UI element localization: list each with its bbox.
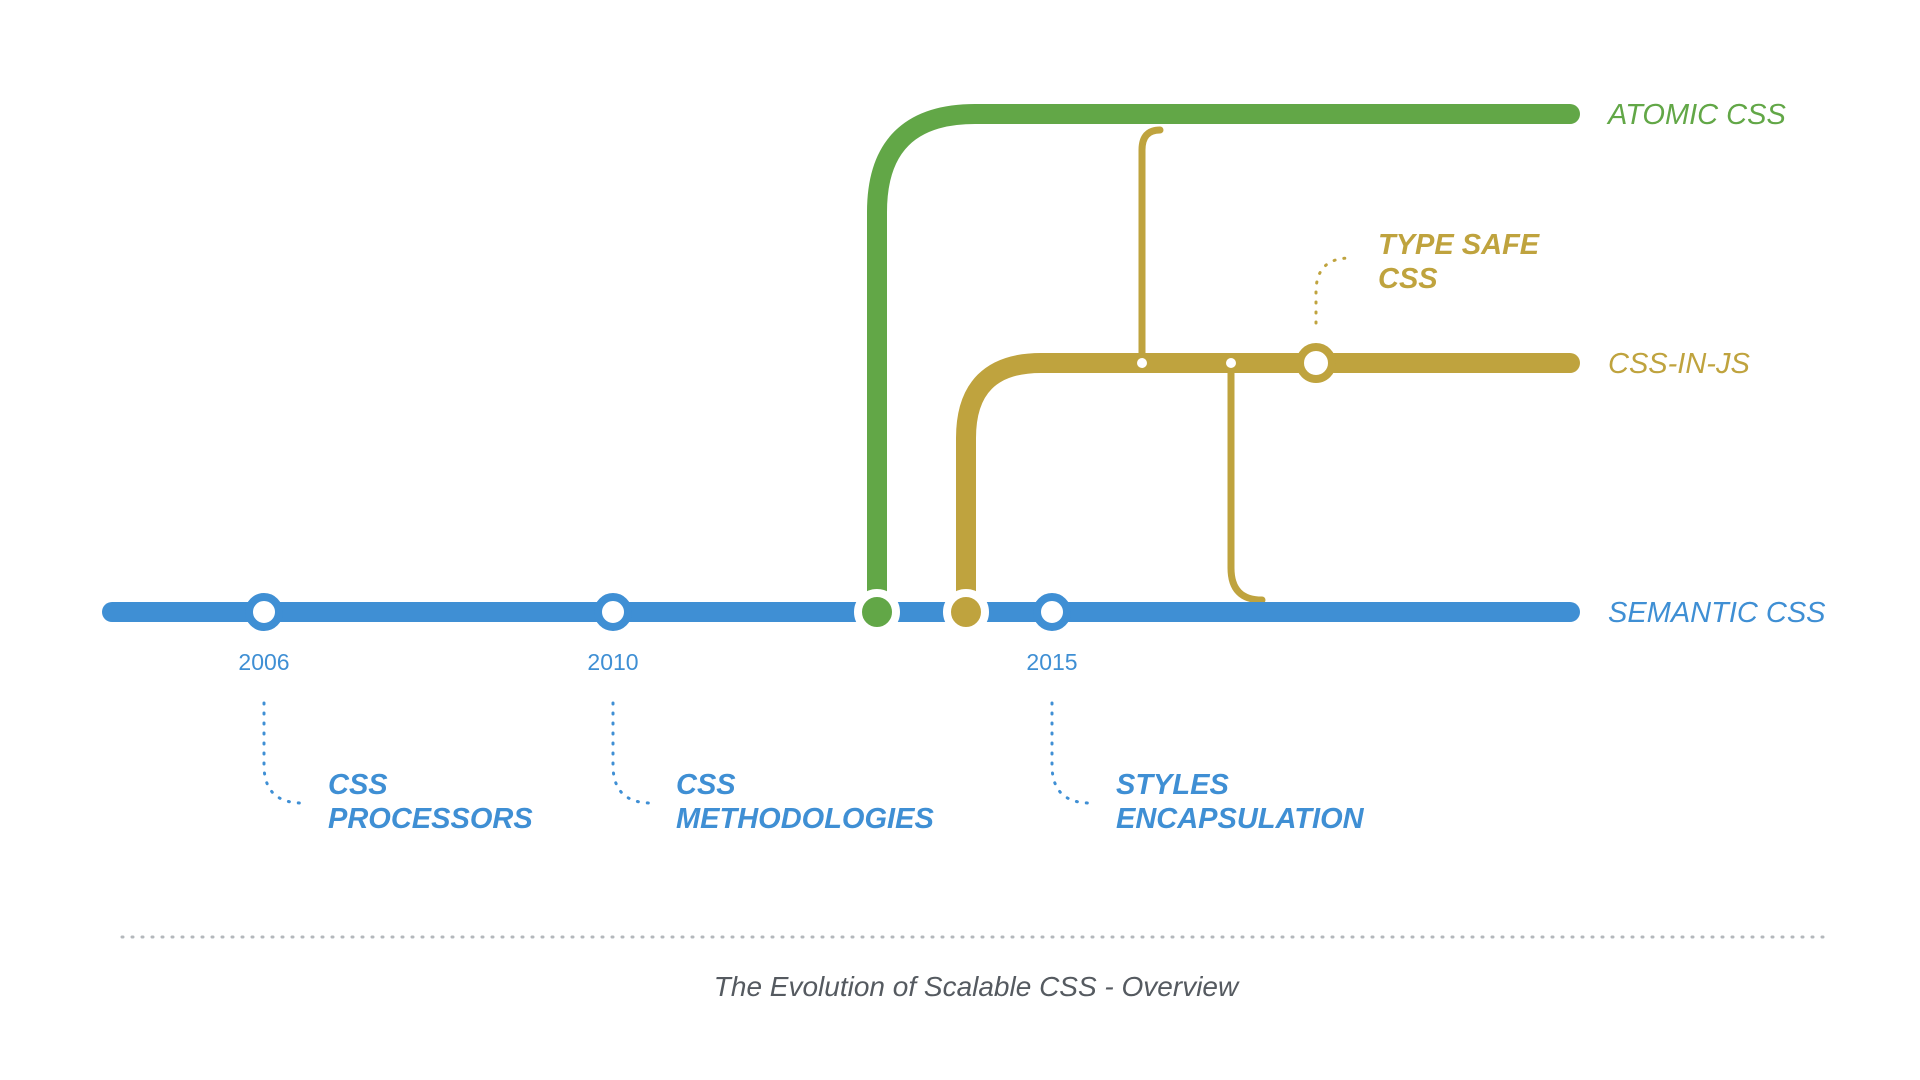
label-atomic-css: ATOMIC CSS (1606, 99, 1786, 131)
milestone-typesafe-line2: CSS (1378, 263, 1438, 295)
cssinjs-junction-lower (1226, 358, 1236, 368)
atomic-css-line (867, 104, 1580, 622)
milestone-encapsulation-line2: ENCAPSULATION (1116, 803, 1365, 835)
station-2010 (594, 593, 632, 631)
year-2006: 2006 (238, 649, 289, 675)
milestone-encapsulation-line1: STYLES (1116, 769, 1229, 801)
css-in-js-line (956, 353, 1580, 622)
leader-type-safe (1314, 256, 1352, 325)
year-2010: 2010 (587, 649, 638, 675)
milestone-processors-line2: PROCESSORS (328, 803, 533, 835)
cssinjs-junction-upper (1137, 358, 1147, 368)
label-semantic-css: SEMANTIC CSS (1608, 597, 1826, 629)
station-2006 (245, 593, 283, 631)
milestone-processors-line1: CSS (328, 769, 388, 801)
station-cssinjs-branch (943, 589, 989, 635)
leader-processors (262, 701, 304, 805)
station-atomic-branch (854, 589, 900, 635)
cssinjs-branch-lower (1227, 359, 1266, 604)
station-2015 (1033, 593, 1071, 631)
leader-encapsulation (1050, 701, 1092, 805)
cssinjs-branch-upper (1138, 126, 1164, 367)
milestone-methodologies-line2: METHODOLOGIES (676, 803, 934, 835)
leader-methodologies (611, 701, 653, 805)
label-css-in-js: CSS-IN-JS (1608, 348, 1750, 380)
station-type-safe (1296, 343, 1336, 383)
milestone-typesafe-line1: TYPE SAFE (1378, 229, 1541, 261)
year-2015: 2015 (1026, 649, 1077, 675)
diagram-caption: The Evolution of Scalable CSS - Overview (714, 971, 1240, 1002)
milestone-methodologies-line1: CSS (676, 769, 736, 801)
